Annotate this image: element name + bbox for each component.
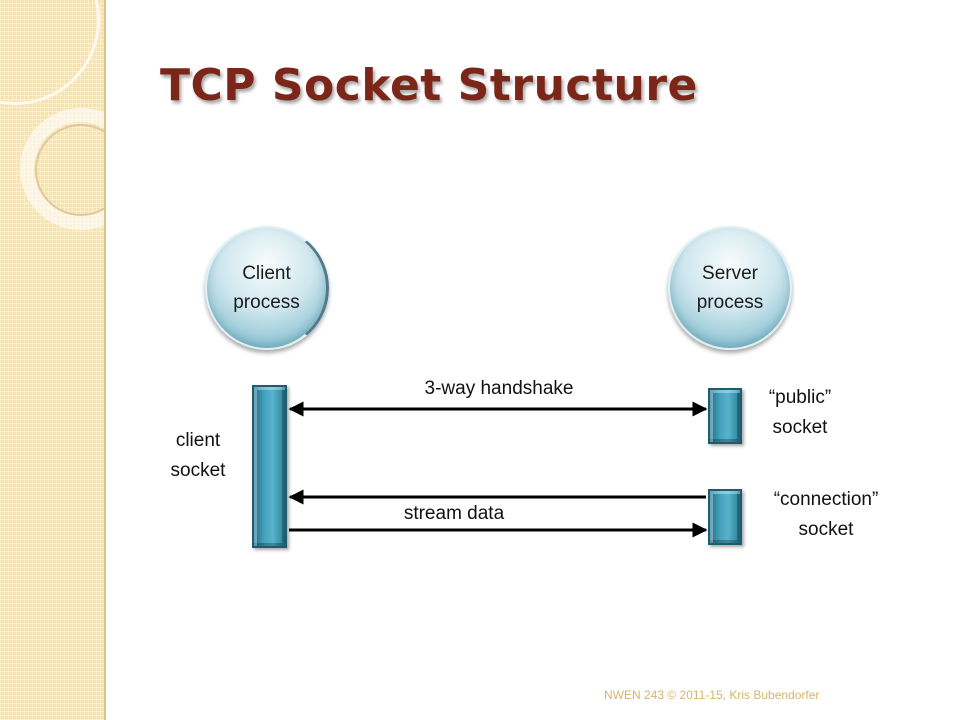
public-socket-label: “public” socket bbox=[768, 387, 832, 438]
handshake-label: 3-way handshake bbox=[424, 378, 574, 399]
client-socket-label: client socket bbox=[170, 430, 226, 481]
client-process-node: Client process bbox=[205, 226, 329, 350]
slide-title: TCP Socket Structure bbox=[160, 60, 698, 111]
server-process-label: Server process bbox=[696, 263, 764, 313]
connection-socket-label: “connection” socket bbox=[773, 489, 879, 540]
client-process-label: Client process bbox=[233, 263, 300, 313]
decorative-side-strip bbox=[0, 0, 106, 720]
connection-socket-box bbox=[708, 489, 742, 545]
server-process-node: Server process bbox=[668, 226, 792, 350]
client-socket-box bbox=[252, 385, 287, 548]
public-socket-box bbox=[708, 388, 742, 444]
stream-data-label: stream data bbox=[403, 503, 505, 524]
slide-footer: NWEN 243 © 2011-15, Kris Bubendorfer bbox=[604, 688, 820, 702]
